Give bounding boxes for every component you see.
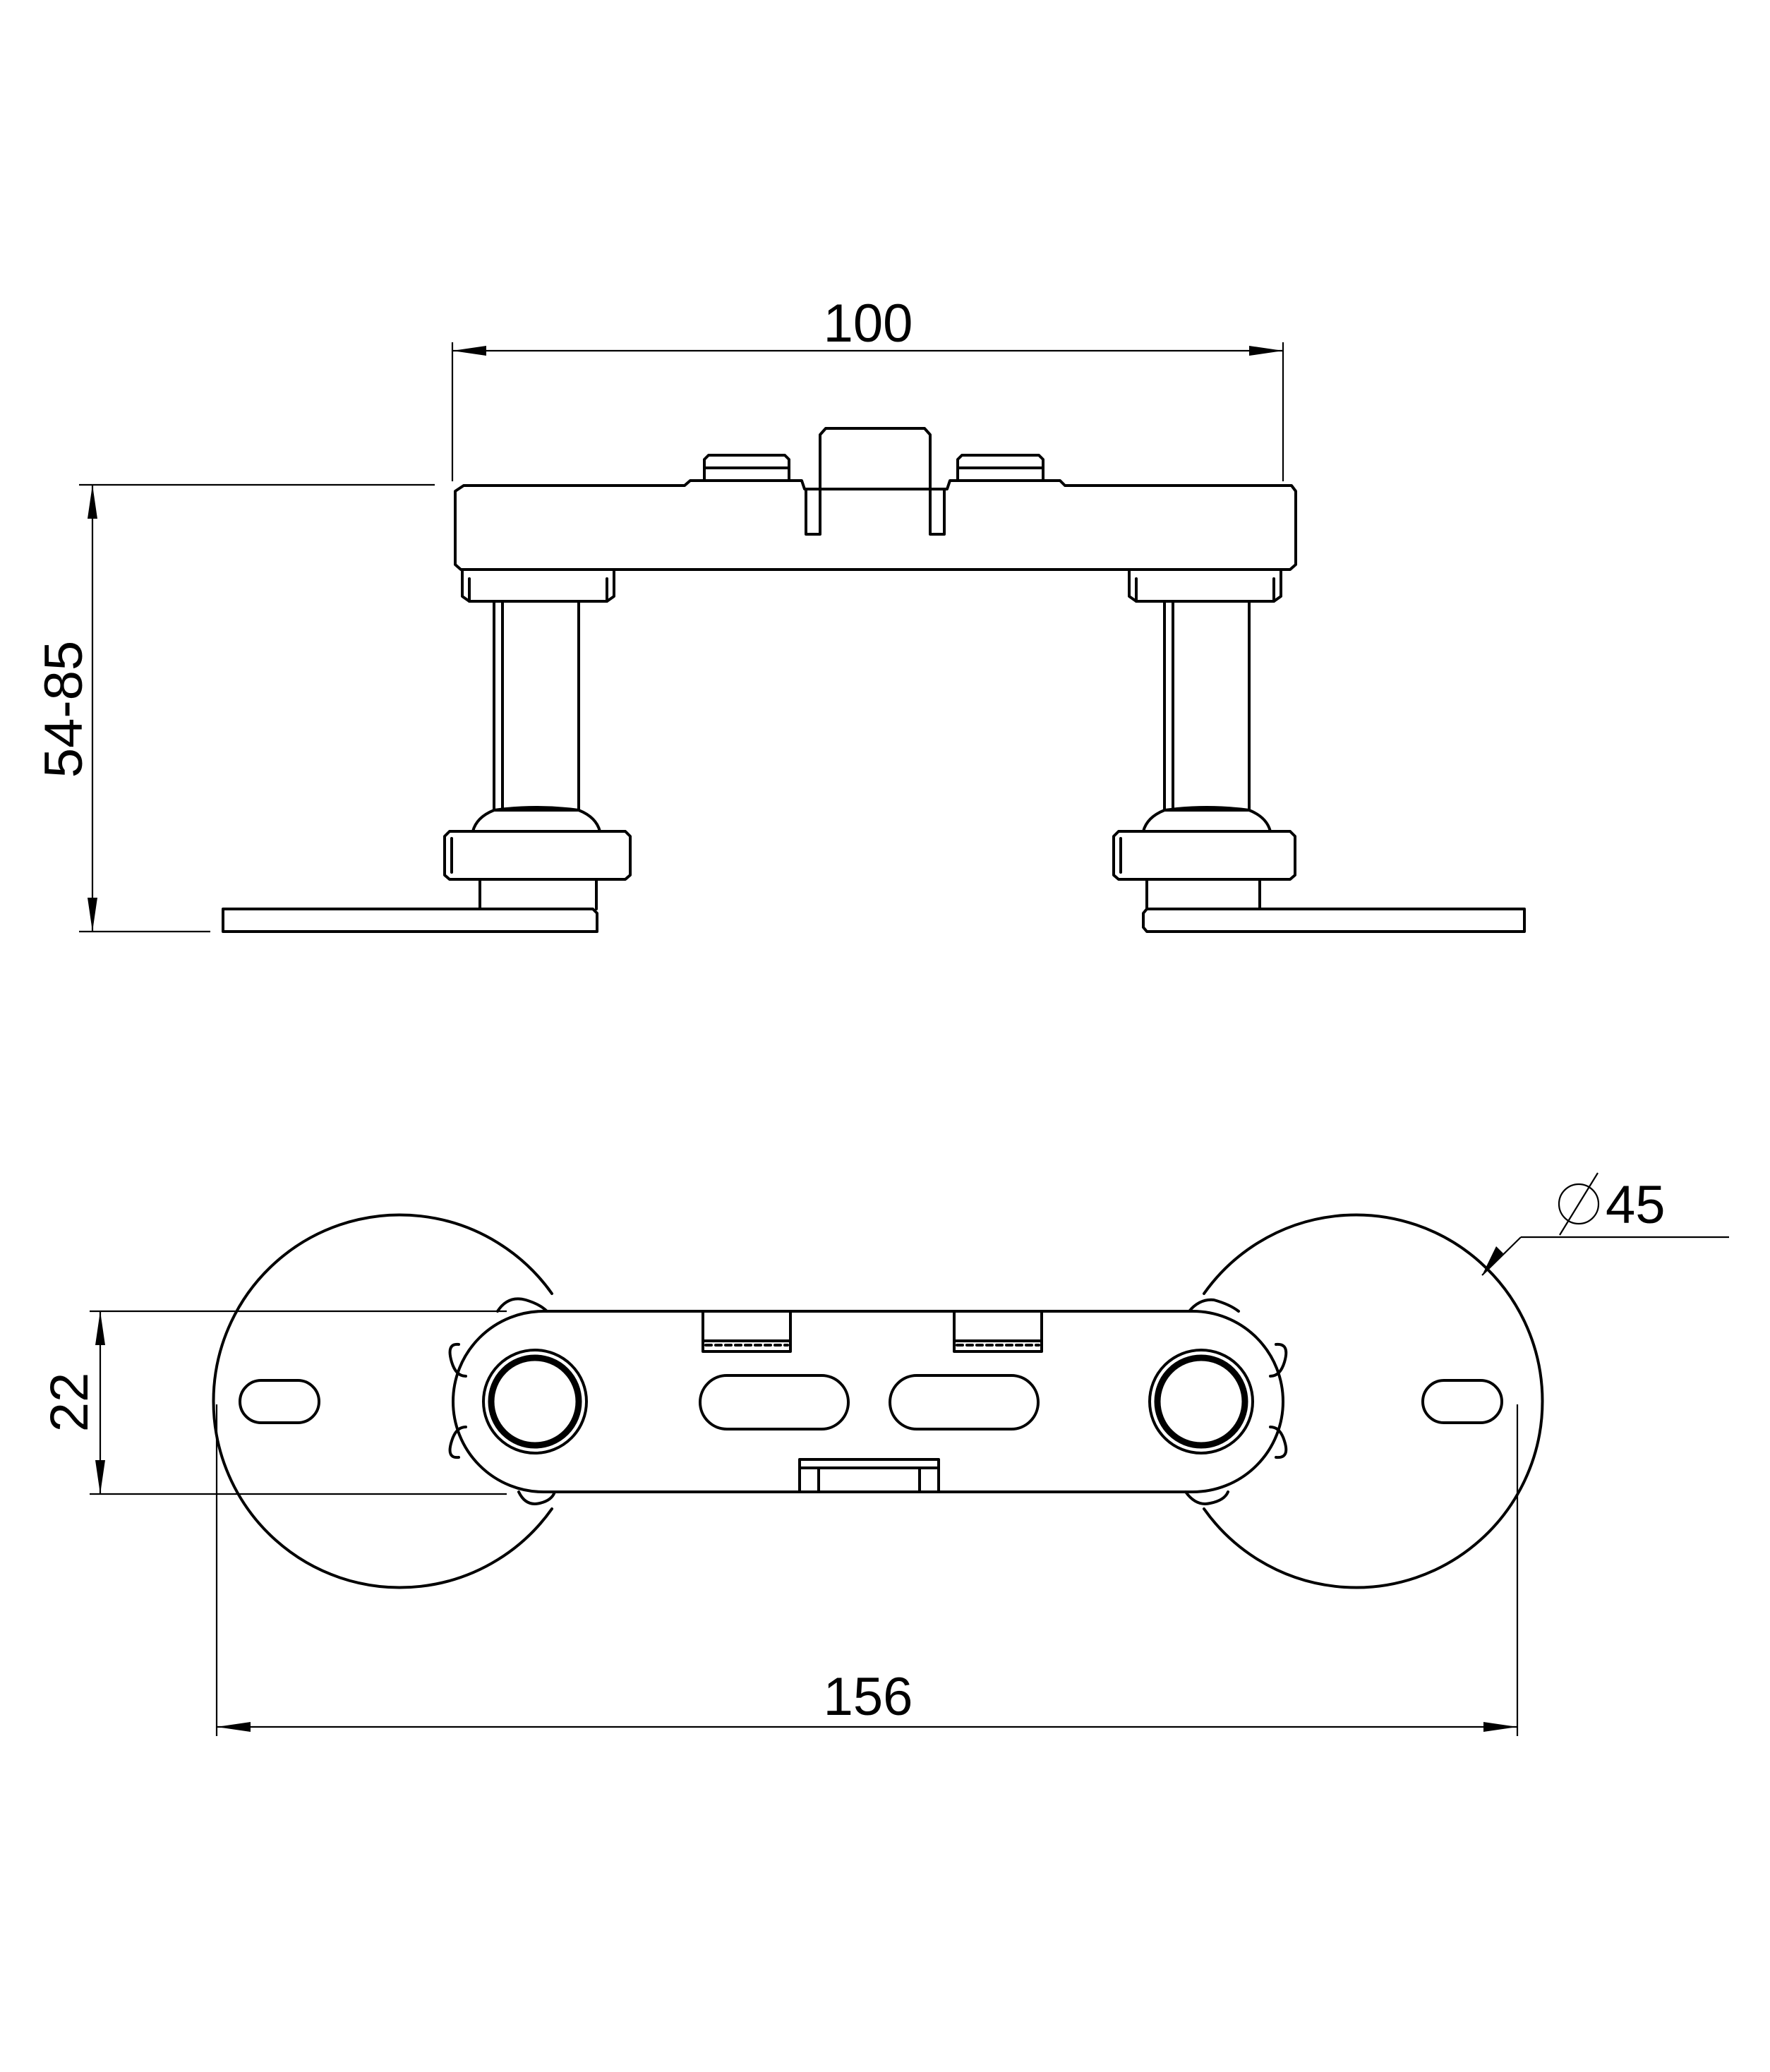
bottom-tab xyxy=(798,1458,940,1493)
bar-slot-left xyxy=(699,1374,850,1430)
dimension-label-height: 54-85 xyxy=(34,641,94,778)
diameter-icon xyxy=(1558,1172,1600,1236)
left-disc-slot xyxy=(239,1379,320,1424)
right-leg xyxy=(1112,568,1526,933)
top-tab-right xyxy=(953,1310,1043,1353)
dimension-diameter-45: 45 xyxy=(1481,1172,1729,1276)
right-bolt xyxy=(1148,1349,1254,1454)
dimension-label-width: 100 xyxy=(824,294,913,354)
left-leg xyxy=(222,568,632,933)
dimension-depth-22: 22 xyxy=(40,1310,507,1495)
right-disc-slot xyxy=(1421,1379,1503,1424)
dimension-length-156: 156 xyxy=(215,1404,1519,1736)
left-bolt xyxy=(482,1349,588,1454)
top-tab-left xyxy=(702,1310,792,1353)
right-base-disc xyxy=(1203,1213,1544,1589)
bar-slot-right xyxy=(889,1374,1040,1430)
side-view xyxy=(222,427,1526,933)
top-plate xyxy=(454,427,1297,571)
dimension-label-length: 156 xyxy=(824,1667,913,1727)
dimension-height-54-85: 54-85 xyxy=(34,483,435,933)
left-base-disc xyxy=(212,1213,553,1589)
dimension-label-diameter: 45 xyxy=(1606,1175,1666,1235)
top-view xyxy=(212,1213,1544,1589)
dimension-label-depth: 22 xyxy=(40,1373,100,1433)
central-bar xyxy=(452,1310,1284,1493)
dimension-width-100: 100 xyxy=(451,294,1284,481)
